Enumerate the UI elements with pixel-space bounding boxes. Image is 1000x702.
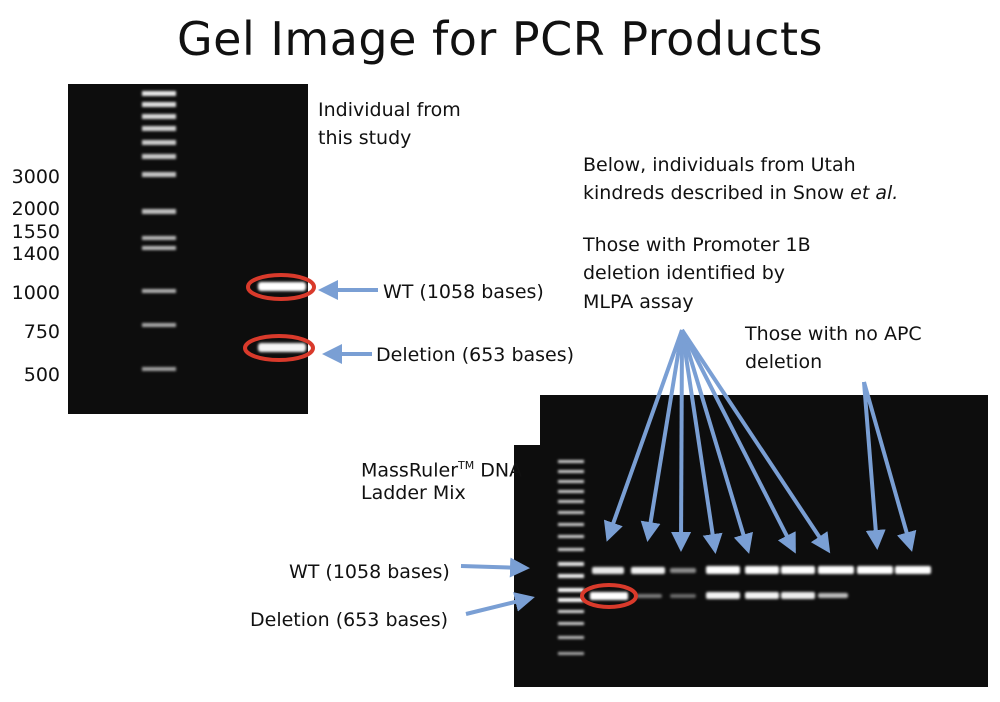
no-deletion-arrows <box>862 381 917 552</box>
no-deletion-line2: deletion <box>745 351 823 373</box>
trademark-sup: TM <box>458 459 475 472</box>
gel2-deletion-bands <box>590 592 848 600</box>
marker-3000: 3000 <box>11 166 60 188</box>
gel1-ladder <box>142 91 176 371</box>
ladder-label-line2: Ladder Mix <box>361 482 466 504</box>
ladder-name: MassRuler <box>361 459 459 482</box>
promoter-arrows <box>603 328 831 554</box>
gel1-arrows <box>318 280 378 364</box>
marker-500: 500 <box>23 364 60 386</box>
promoter-group-line1: Those with Promoter 1B <box>583 234 811 256</box>
marker-2000: 2000 <box>11 198 60 220</box>
utah-note-text: kindreds described in Snow <box>583 182 851 204</box>
gel2-wt-label: WT (1058 bases) <box>289 561 450 583</box>
gel1-caption-line1: Individual from <box>318 99 461 121</box>
gel2-ladder <box>558 460 584 655</box>
gel1-wt-label: WT (1058 bases) <box>383 281 544 303</box>
gel2-wt-bands <box>592 566 931 574</box>
promoter-group-line2: deletion identified by <box>583 262 786 284</box>
marker-1000: 1000 <box>11 282 60 304</box>
ladder-label-line1: MassRulerTM DNA <box>361 452 522 484</box>
gel2-label-arrows <box>460 557 535 616</box>
utah-note-line1: Below, individuals from Utah <box>583 154 856 176</box>
page-title: Gel Image for PCR Products <box>177 12 823 66</box>
marker-1550: 1550 <box>11 221 60 243</box>
no-deletion-line1: Those with no APC <box>745 323 922 345</box>
gel1-deletion-label: Deletion (653 bases) <box>376 344 575 366</box>
promoter-group-line3: MLPA assay <box>583 291 694 313</box>
gel2-deletion-label: Deletion (653 bases) <box>250 609 449 631</box>
utah-note-line2: kindreds described in Snow et al. <box>583 179 898 207</box>
ladder-name-rest: DNA <box>474 459 523 482</box>
marker-1400: 1400 <box>11 243 60 265</box>
utah-note-italic: et al. <box>850 182 899 204</box>
marker-750: 750 <box>23 321 60 343</box>
gel1-caption-line2: this study <box>318 127 412 149</box>
